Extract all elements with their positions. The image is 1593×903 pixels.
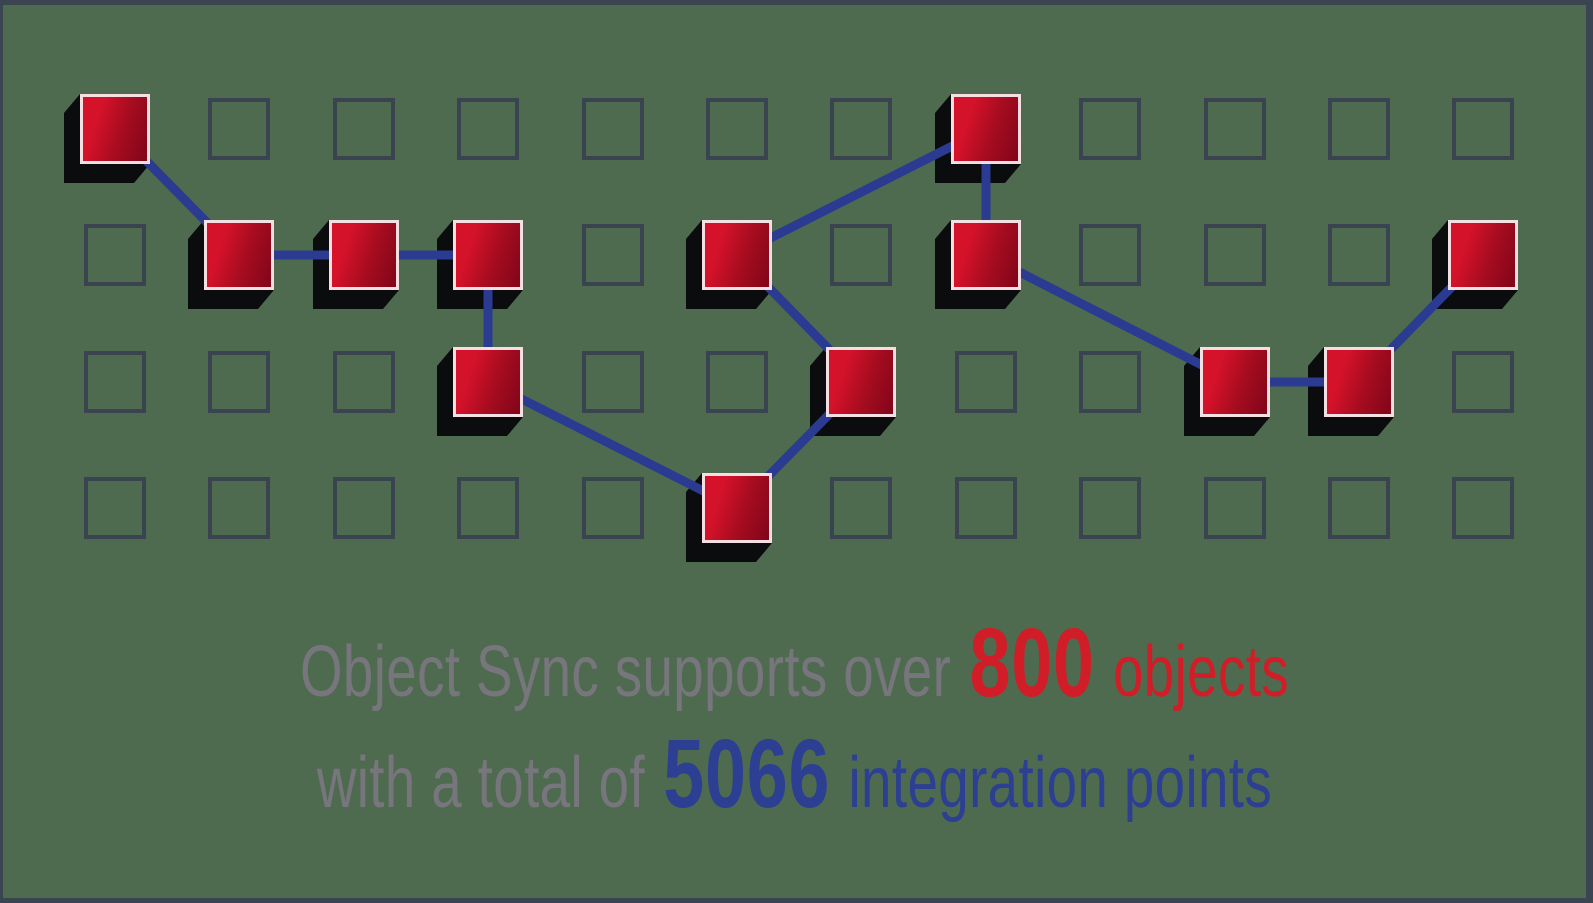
grid-cell — [1328, 98, 1390, 160]
object-node-layer — [3, 5, 1586, 898]
object-node — [951, 220, 1021, 290]
grid-cell — [333, 351, 395, 413]
caption-line2-number: 5066 — [663, 719, 831, 828]
caption: Object Sync supports over 800 objects wi… — [3, 5, 1586, 898]
object-node — [453, 220, 523, 290]
grid-cell — [1079, 477, 1141, 539]
grid-cell — [1328, 477, 1390, 539]
grid-cell — [1452, 98, 1514, 160]
grid-cell — [208, 351, 270, 413]
caption-line2-prefix: with a total of — [316, 743, 645, 823]
caption-line1-number: 800 — [969, 608, 1095, 717]
caption-line2-suffix: integration points — [848, 743, 1273, 823]
caption-line-1: Object Sync supports over 800 objects — [193, 614, 1396, 711]
grid-cell — [1452, 477, 1514, 539]
object-node — [1448, 220, 1518, 290]
object-node — [1200, 347, 1270, 417]
grid-cell — [84, 351, 146, 413]
grid-cell — [582, 98, 644, 160]
grid-cell — [84, 477, 146, 539]
grid-cell — [1204, 477, 1266, 539]
object-node — [702, 473, 772, 543]
caption-line1-prefix: Object Sync supports over — [299, 632, 952, 712]
object-node — [204, 220, 274, 290]
object-node — [702, 220, 772, 290]
grid-cell — [955, 477, 1017, 539]
grid-cell — [1079, 98, 1141, 160]
object-node — [329, 220, 399, 290]
object-node — [951, 94, 1021, 164]
caption-line-2: with a total of 5066 integration points — [193, 725, 1396, 822]
object-node — [80, 94, 150, 164]
object-node — [1324, 347, 1394, 417]
grid-cell — [1204, 98, 1266, 160]
grid-cell — [333, 477, 395, 539]
object-node — [826, 347, 896, 417]
grid-cell — [457, 98, 519, 160]
object-node — [453, 347, 523, 417]
caption-line1-suffix: objects — [1112, 632, 1290, 712]
grid-cell — [582, 224, 644, 286]
grid-cell — [208, 477, 270, 539]
grid-cell — [333, 98, 395, 160]
